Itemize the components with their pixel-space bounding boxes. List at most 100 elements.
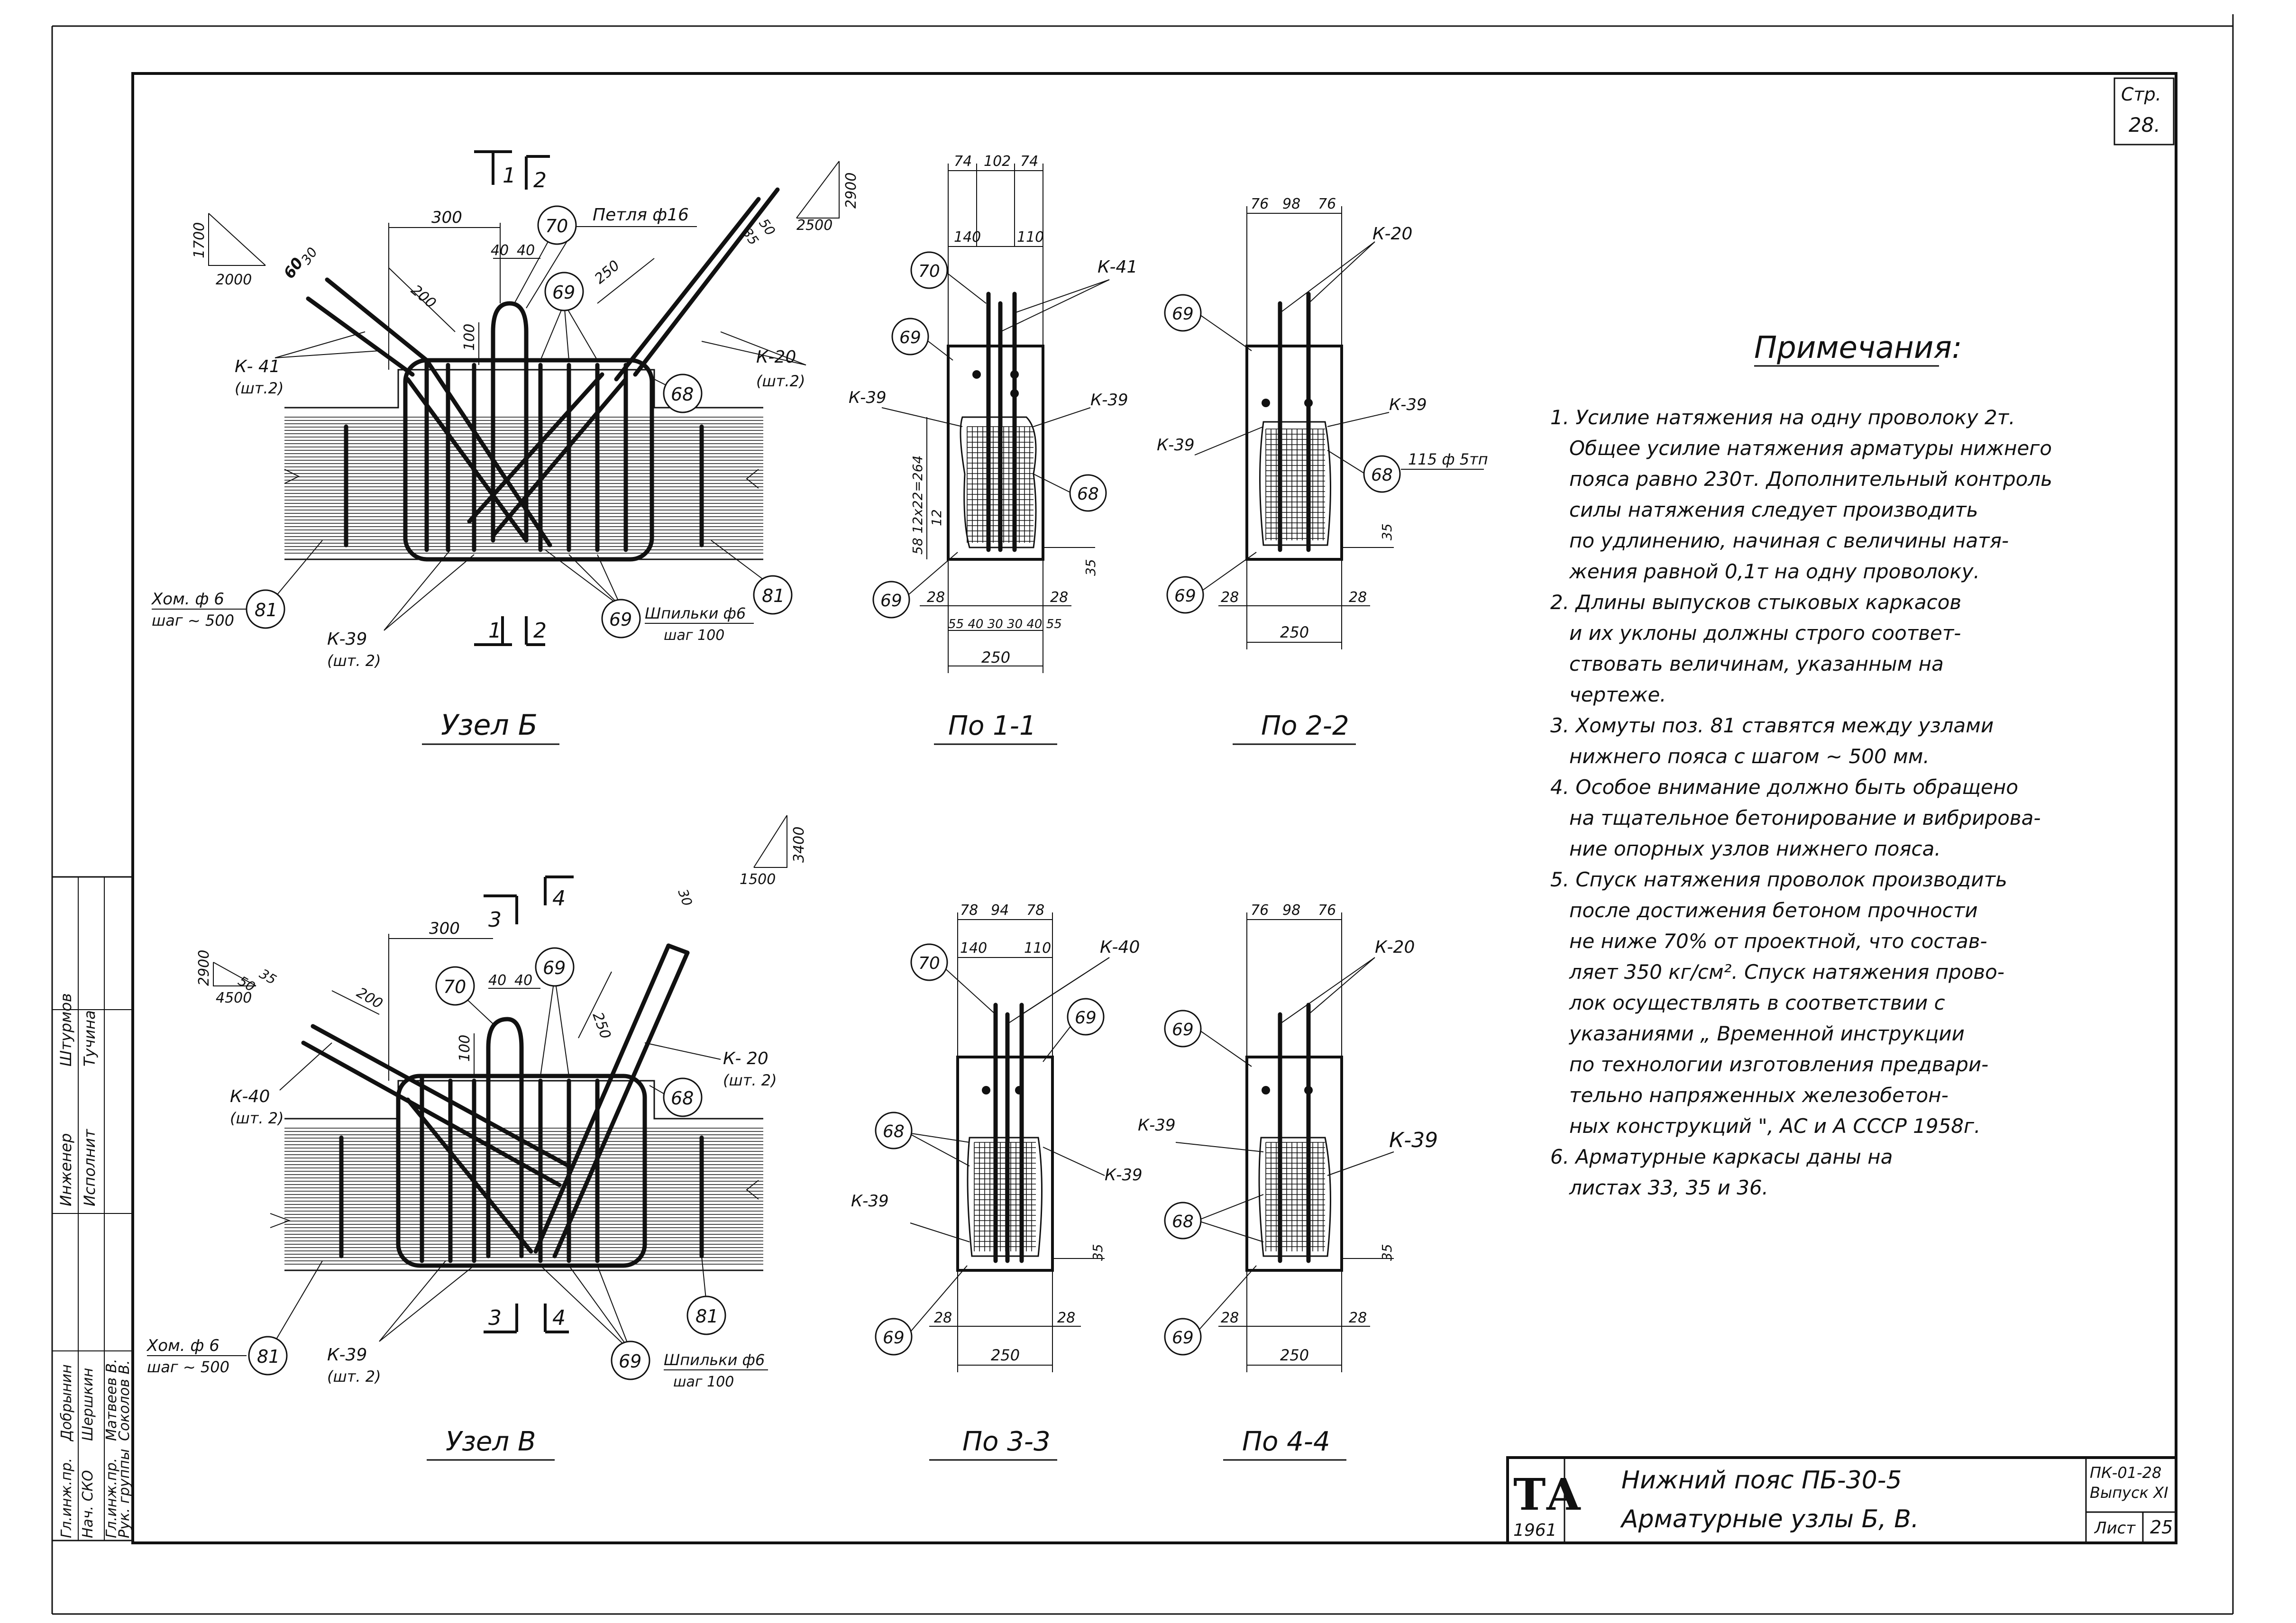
note-line-11: 3. Хомуты поз. 81 ставятся между узлами	[1550, 714, 1994, 737]
stamp-role-1: Гл.инж.пр.	[58, 1458, 75, 1538]
organization-logo: ТА 1961	[1513, 1469, 1581, 1540]
slope-b-right-h: 2500	[796, 217, 832, 234]
page-label: Стр.	[2121, 84, 2161, 105]
sec33-k40: К-40	[1100, 938, 1140, 957]
sec11-k41: К-41	[1098, 257, 1137, 277]
series-code: ПК-01-28	[2090, 1464, 2161, 1482]
dim-v-35: 35	[257, 966, 279, 987]
sec22-dim-35: 35	[1379, 523, 1395, 540]
list-label: Лист	[2094, 1519, 2136, 1538]
section-3-3: 78 94 78 140 110 К-40 К-39 К-39 70 69 68…	[851, 902, 1143, 1461]
sec33-pos-68: 68	[883, 1122, 905, 1141]
note-line-8: и их уклоны должны строго соответ-	[1569, 621, 1961, 645]
sec33-k39-right: К-39	[1105, 1166, 1143, 1185]
k39-label-b: К-39	[327, 629, 367, 649]
chord-wires-b	[284, 417, 763, 554]
note-line-24: ных конструкций ", АС и А СССР 1958г.	[1569, 1114, 1980, 1138]
slope-v-left-v: 2900	[196, 950, 212, 986]
sec22-pos-69a: 69	[1172, 304, 1194, 324]
pins-step-v: шаг 100	[673, 1374, 734, 1390]
pos-b-81b: 81	[762, 585, 785, 606]
caption-sec11: По 1-1	[948, 711, 1036, 741]
sec22-dim-28a: 28	[1221, 589, 1239, 606]
pins-step-b: шаг 100	[664, 627, 724, 644]
note-line-25: 6. Арматурные каркасы даны на	[1550, 1145, 1893, 1168]
sec22-k20: К-20	[1372, 224, 1412, 244]
slope-v-right-v: 3400	[791, 827, 807, 863]
sec11-dim-top-2: 102	[984, 153, 1011, 170]
sec11-dim-110: 110	[1017, 229, 1044, 246]
sec44-dim-top-2: 98	[1282, 902, 1300, 919]
dim-b-300: 300	[431, 208, 462, 227]
sec22-wires: 115 ф 5тп	[1408, 450, 1488, 468]
sec33-width: 250	[991, 1346, 1020, 1364]
sec44-k20: К-20	[1375, 938, 1415, 957]
cut-v-bottom-4: 4	[552, 1306, 566, 1330]
note-line-23: тельно напряженных железобетон-	[1569, 1084, 1948, 1107]
pos-b-68: 68	[671, 384, 694, 405]
cut-markers-b: 1 2 1 2	[474, 150, 550, 646]
sec11-dim-28a: 28	[927, 589, 945, 606]
k39-label-v: К-39	[327, 1345, 367, 1365]
cut-b-bottom-1: 1	[488, 619, 502, 643]
note-line-14: на тщательное бетонирование и вибрирова-	[1569, 806, 2041, 830]
slope-b-right-v: 2900	[843, 173, 860, 209]
section-4-4: 76 98 76 К-20 К-39 К-39 69 68 69 35 28 2…	[1138, 902, 1438, 1461]
cut-b-top-2: 2	[533, 168, 547, 192]
pos-v-81b: 81	[695, 1306, 718, 1327]
slope-b-left-h: 2000	[216, 272, 252, 288]
note-line-22: по технологии изготовления предвари-	[1569, 1053, 1988, 1076]
note-line-5: по удлинению, начиная с величины натя-	[1569, 529, 2009, 552]
sec11-dim-35: 35	[1083, 559, 1098, 576]
sec33-dim-110: 110	[1024, 940, 1051, 957]
cut-b-bottom-2: 2	[533, 619, 547, 643]
pos-v-69b: 69	[619, 1351, 641, 1372]
dim-b-200: 200	[408, 282, 439, 312]
sec22-width: 250	[1280, 623, 1309, 641]
dim-b-40a: 40	[491, 242, 509, 259]
approval-stamp: Гл.инж.пр. Добрынин Нач. СКО Шершкин Гл.…	[51, 876, 134, 1541]
sec11-k39-left: К-39	[849, 388, 887, 407]
dim-v-100: 100	[457, 1035, 473, 1062]
caption-sec33: По 3-3	[962, 1426, 1051, 1457]
sec44-dim-top-3: 76	[1318, 902, 1336, 919]
stamp-role-2: Нач. СКО	[80, 1470, 96, 1538]
node-b-view: 1700 2000 2900 2500 300 40 40 200 100 25…	[151, 150, 860, 745]
k20-label-v: К- 20	[723, 1049, 768, 1068]
sec11-pos-69a: 69	[899, 328, 921, 347]
pos-b-70: 70	[545, 216, 568, 237]
sec44-pos-69b: 69	[1172, 1328, 1194, 1348]
note-line-12: нижнего пояса с шагом ~ 500 мм.	[1569, 745, 1930, 768]
stamp-name-1: Добрынин	[58, 1364, 75, 1442]
sec44-k39-left: К-39	[1138, 1116, 1176, 1135]
sheet-frame	[51, 14, 2234, 1615]
clamp-label-v: Хом. ф 6	[146, 1336, 220, 1355]
logo-year: 1961	[1513, 1521, 1557, 1540]
sec22-pos-69b: 69	[1174, 586, 1196, 606]
note-line-18: не ниже 70% от проектной, что состав-	[1569, 930, 1987, 953]
stamp-role-5: Инженер	[57, 1133, 75, 1206]
dim-b-250: 250	[592, 257, 623, 288]
sec11-pos-69b: 69	[880, 591, 902, 611]
sec44-dim-28a: 28	[1221, 1310, 1239, 1326]
sec33-dim-top-1: 78	[960, 902, 978, 919]
page-number-box: Стр. 28.	[2113, 77, 2175, 146]
k40-label: К-40	[230, 1087, 270, 1106]
note-line-20: лок осуществлять в соответствии с	[1569, 991, 1945, 1014]
chord-wires-v	[284, 1128, 763, 1265]
stamp-name-2: Шершкин	[80, 1368, 96, 1441]
sec33-dim-28a: 28	[934, 1310, 952, 1326]
cut-v-top-3: 3	[488, 908, 502, 932]
slope-b-left-v: 1700	[191, 222, 208, 258]
sec22-dim-top-3: 76	[1318, 196, 1336, 212]
dim-v-200: 200	[354, 985, 385, 1012]
sec33-k39-left: К-39	[851, 1192, 889, 1211]
dim-b-100: 100	[461, 324, 478, 351]
note-line-13: 4. Особое внимание должно быть обращено	[1550, 775, 2018, 799]
sec33-pos-70: 70	[918, 954, 940, 973]
pos-v-69: 69	[543, 957, 566, 978]
clamp-step-v: шаг ~ 500	[147, 1358, 229, 1376]
pos-v-68: 68	[671, 1088, 694, 1109]
note-line-26: листах 33, 35 и 36.	[1569, 1176, 1768, 1199]
dim-v-30: 30	[675, 887, 695, 908]
